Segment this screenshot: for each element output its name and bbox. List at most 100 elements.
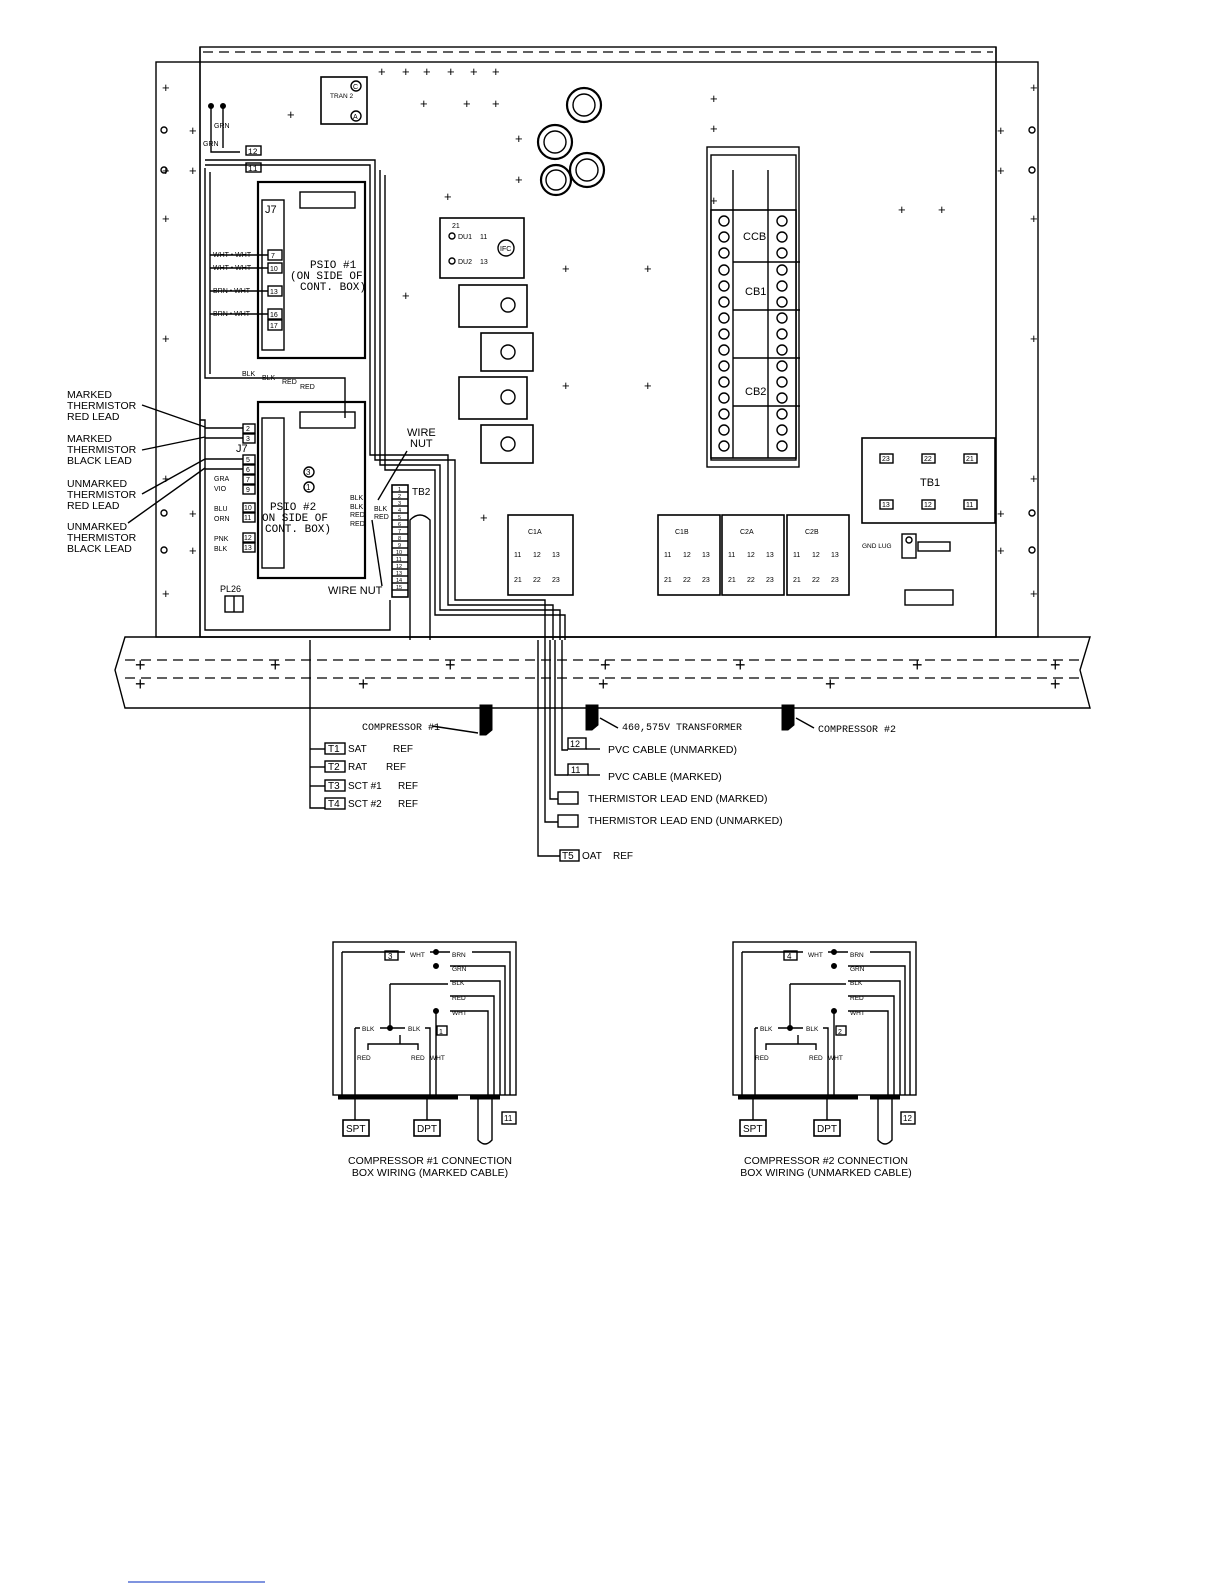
svg-text:BLK: BLK	[374, 506, 388, 513]
svg-text:+: +	[270, 655, 281, 675]
svg-text:T3: T3	[328, 781, 340, 792]
svg-text:14: 14	[396, 578, 402, 584]
svg-text:23: 23	[766, 577, 774, 584]
svg-text:+: +	[710, 193, 718, 208]
svg-text:+: +	[598, 674, 609, 694]
svg-text:GRA: GRA	[214, 476, 230, 483]
svg-text:17: 17	[270, 323, 278, 330]
svg-text:12: 12	[396, 564, 402, 570]
svg-text:+: +	[480, 510, 488, 525]
svg-text:RED: RED	[850, 995, 864, 1002]
svg-text:MARKED: MARKED	[67, 389, 112, 401]
svg-text:BLK: BLK	[408, 1026, 421, 1033]
svg-text:+: +	[562, 261, 570, 276]
thermistor-lead-marked: THERMISTOR LEAD END (MARKED)	[588, 793, 768, 805]
svg-text:RAT: RAT	[348, 762, 367, 773]
svg-text:+: +	[162, 80, 170, 95]
svg-text:BRN: BRN	[452, 952, 466, 959]
compressor-1-label: COMPRESSOR #1	[362, 723, 440, 734]
svg-text:WIRE: WIRE	[407, 427, 436, 439]
svg-text:22: 22	[924, 456, 932, 463]
svg-text:UNMARKED: UNMARKED	[67, 478, 128, 490]
svg-text:21: 21	[966, 456, 974, 463]
wire-nut-labels: WIRE NUT WIRE NUT	[328, 427, 436, 597]
svg-text:+: +	[358, 674, 369, 694]
svg-text:T4: T4	[328, 799, 340, 810]
svg-text:REF: REF	[398, 781, 418, 792]
compressor-2-connection-box: 4 WHT BRN GRN BLK RED WHT BLK BLK RED RE…	[732, 941, 917, 1179]
svg-text:BLK: BLK	[760, 1026, 773, 1033]
svg-text:+: +	[825, 674, 836, 694]
svg-text:22: 22	[533, 577, 541, 584]
svg-text:PNK: PNK	[214, 536, 229, 543]
psio1-j7: J7	[265, 204, 277, 216]
svg-text:13: 13	[766, 552, 774, 559]
svg-text:WHT: WHT	[808, 952, 823, 959]
control-box-outline	[155, 46, 1039, 638]
svg-text:2: 2	[246, 426, 250, 433]
panel-mounting-marks: +++ +++ +++ ++ ++++ ++++ +++ +++ +++ +++…	[160, 64, 1038, 601]
svg-text:NUT: NUT	[410, 438, 433, 450]
svg-text:2: 2	[398, 494, 401, 500]
svg-text:BLU: BLU	[214, 506, 228, 513]
compressor-1-connection-box: 3 WHT BRN GRN BLK RED WHT BLK BLK RED RE…	[332, 941, 517, 1179]
svg-text:GND LUG: GND LUG	[862, 543, 892, 550]
svg-text:BLK: BLK	[850, 980, 863, 987]
svg-text:THERMISTOR: THERMISTOR	[67, 532, 137, 544]
svg-text:13: 13	[702, 552, 710, 559]
svg-text:22: 22	[683, 577, 691, 584]
cable-labels: COMPRESSOR #1 COMPRESSOR #2 460,575V TRA…	[324, 723, 896, 862]
svg-text:+: +	[1030, 586, 1038, 601]
svg-text:+: +	[135, 655, 146, 675]
capacitor-group	[536, 86, 606, 197]
psio1-sub2: CONT. BOX)	[300, 282, 366, 294]
tran2-terminal-a: A	[353, 114, 358, 121]
svg-text:5: 5	[246, 457, 250, 464]
svg-text:21: 21	[452, 223, 460, 230]
psio2-title: PSIO #2	[270, 502, 316, 514]
grn-label-1: GRN	[214, 123, 230, 130]
svg-text:11: 11	[966, 502, 973, 509]
svg-text:+: +	[463, 96, 471, 111]
svg-text:+: +	[162, 211, 170, 226]
svg-text:7: 7	[271, 253, 275, 260]
svg-text:5: 5	[398, 515, 401, 521]
svg-text:+: +	[162, 163, 170, 178]
svg-text:12: 12	[924, 502, 932, 509]
svg-text:15: 15	[396, 585, 402, 591]
pvc-cable-marked: PVC CABLE (MARKED)	[608, 771, 722, 783]
svg-text:+: +	[444, 189, 452, 204]
svg-text:BLK: BLK	[806, 1026, 819, 1033]
svg-text:+: +	[710, 91, 718, 106]
svg-text:13: 13	[244, 545, 252, 552]
svg-text:BRN: BRN	[850, 952, 864, 959]
svg-text:RED: RED	[452, 995, 466, 1002]
svg-text:10: 10	[270, 266, 278, 273]
svg-text:DU1: DU1	[458, 234, 472, 241]
contactor-c1b: C1B	[675, 529, 689, 536]
svg-text:RED: RED	[411, 1055, 425, 1062]
svg-text:21: 21	[664, 577, 672, 584]
cables	[309, 640, 815, 857]
svg-text:RED LEAD: RED LEAD	[67, 411, 120, 423]
svg-text:BLK: BLK	[242, 371, 256, 378]
svg-text:9: 9	[246, 487, 250, 494]
svg-text:7: 7	[398, 529, 401, 535]
svg-text:VIO: VIO	[214, 486, 227, 493]
svg-text:3: 3	[246, 436, 250, 443]
svg-text:13: 13	[270, 289, 278, 296]
svg-text:8: 8	[398, 536, 401, 542]
psio1-sub1: (ON SIDE OF	[290, 271, 363, 283]
svg-text:+: +	[189, 163, 197, 178]
box2-dpt: DPT	[817, 1124, 837, 1135]
tran2-terminal-c: C	[353, 84, 358, 91]
bundle-labels: BLK BLK RED RED	[242, 371, 315, 391]
svg-text:23: 23	[702, 577, 710, 584]
psio-1-module: J7 PSIO #1 (ON SIDE OF CONT. BOX) WHT • …	[210, 180, 367, 360]
svg-text:THERMISTOR: THERMISTOR	[67, 444, 137, 456]
svg-text:+: +	[402, 64, 410, 79]
svg-text:+: +	[515, 172, 523, 187]
thermistor-lead-unmarked: THERMISTOR LEAD END (UNMARKED)	[588, 815, 783, 827]
